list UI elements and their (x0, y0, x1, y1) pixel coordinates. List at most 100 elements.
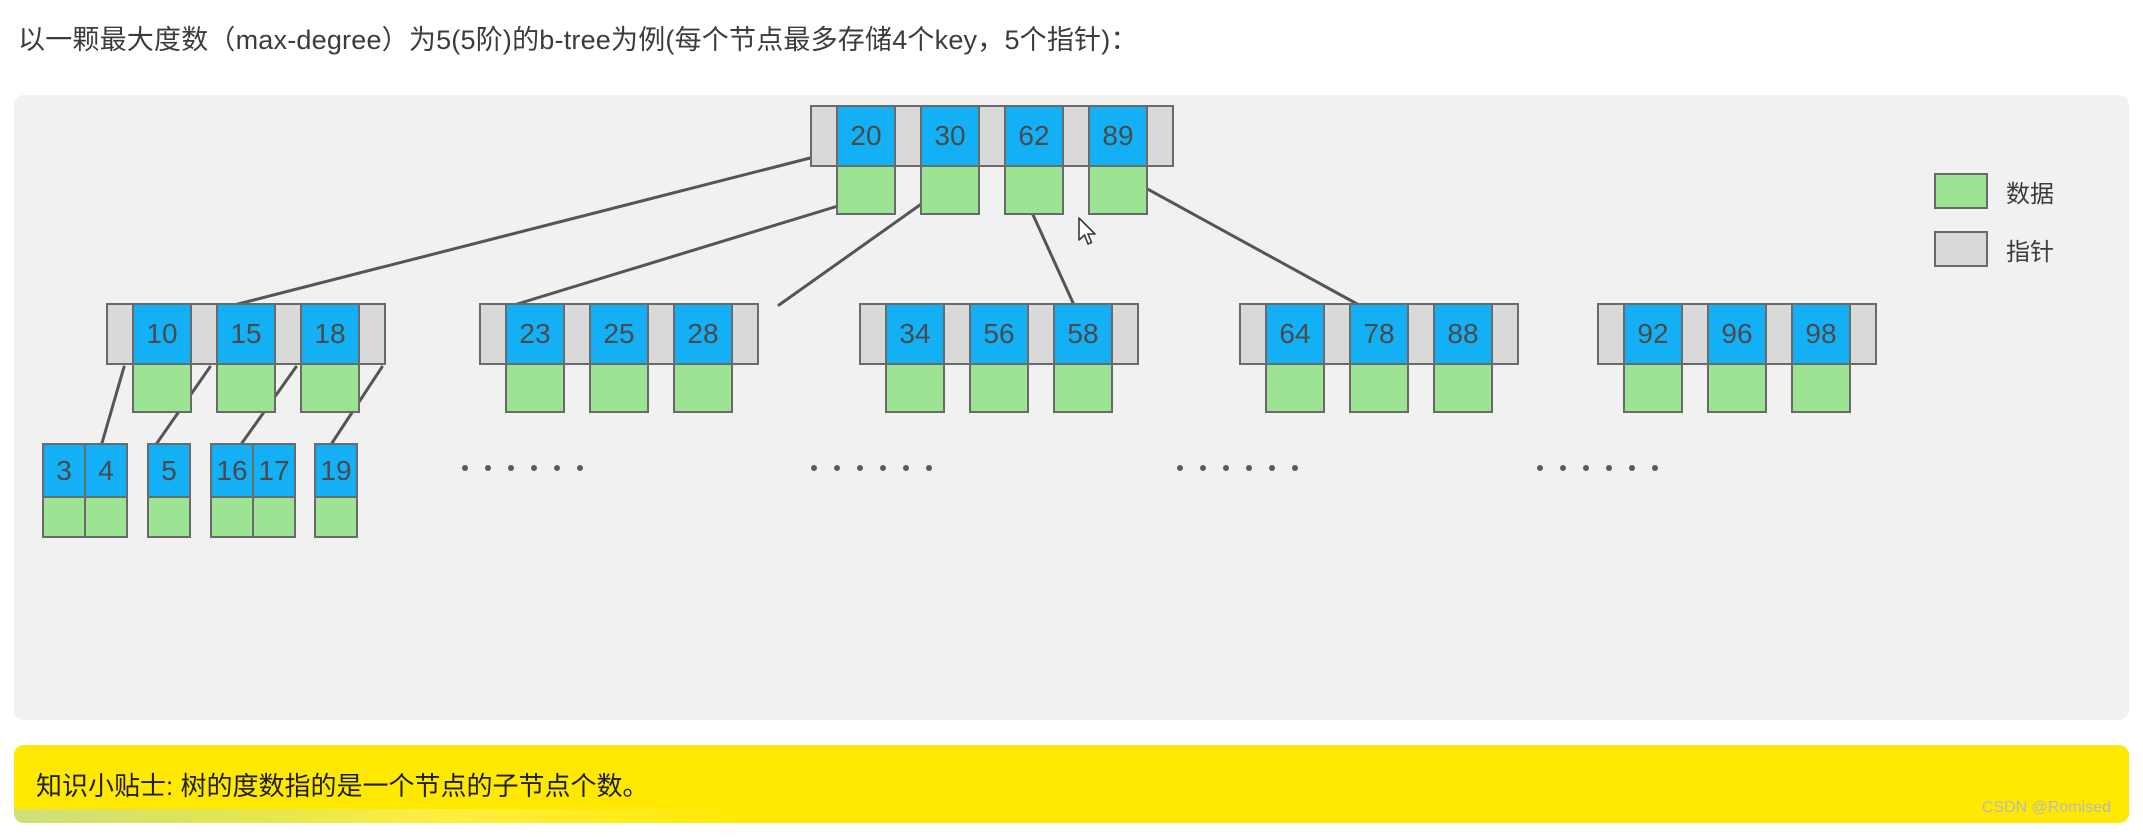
data-cell[interactable] (1791, 365, 1851, 413)
key-cell[interactable]: 15 (216, 303, 276, 413)
key-cell[interactable]: 23 (505, 303, 565, 413)
data-cell[interactable] (885, 365, 945, 413)
dot (1652, 465, 1658, 471)
data-cell[interactable] (147, 498, 191, 538)
btree-internal-node[interactable]: 10 15 18 (106, 303, 386, 413)
pointer-cell[interactable] (479, 303, 507, 413)
dot (1606, 465, 1612, 471)
key-label: 34 (885, 303, 945, 365)
key-cell[interactable]: 56 (969, 303, 1029, 413)
pointer-cell[interactable] (1111, 303, 1139, 413)
btree-internal-node[interactable]: 64 78 88 (1239, 303, 1519, 413)
data-cell[interactable] (1707, 365, 1767, 413)
data-cell[interactable] (969, 365, 1029, 413)
data-cell[interactable] (132, 365, 192, 413)
key-cell[interactable]: 89 (1088, 105, 1148, 215)
key-cell[interactable]: 88 (1433, 303, 1493, 413)
data-cell[interactable] (42, 498, 86, 538)
btree-diagram-panel: 20 30 62 89 10 (14, 95, 2129, 720)
data-cell[interactable] (505, 365, 565, 413)
data-cell[interactable] (1053, 365, 1113, 413)
key-label: 3 (42, 443, 86, 498)
pointer-cell[interactable] (190, 303, 218, 413)
pointer-cell[interactable] (810, 105, 838, 215)
key-label: 17 (252, 443, 296, 498)
pointer-cell[interactable] (1146, 105, 1174, 215)
btree-leaf-node[interactable]: 16 17 (210, 443, 296, 538)
data-cell[interactable] (1433, 365, 1493, 413)
pointer-cell[interactable] (647, 303, 675, 413)
pointer-cell[interactable] (978, 105, 1006, 215)
ellipsis-group (1177, 465, 1298, 471)
pointer-cell[interactable] (1239, 303, 1267, 413)
pointer-cell[interactable] (1027, 303, 1055, 413)
pointer-cell[interactable] (1062, 105, 1090, 215)
key-cell[interactable]: 18 (300, 303, 360, 413)
btree-leaf-node[interactable]: 5 (147, 443, 191, 538)
key-cell[interactable]: 28 (673, 303, 733, 413)
pointer-cell[interactable] (894, 105, 922, 215)
data-cell[interactable] (216, 365, 276, 413)
pointer-cell[interactable] (731, 303, 759, 413)
key-label: 30 (920, 105, 980, 167)
data-cell[interactable] (836, 167, 896, 215)
data-cell[interactable] (300, 365, 360, 413)
dot (1583, 465, 1589, 471)
pointer-cell[interactable] (1407, 303, 1435, 413)
leaf-cell[interactable]: 4 (84, 443, 128, 538)
pointer-cell[interactable] (358, 303, 386, 413)
pointer-cell[interactable] (943, 303, 971, 413)
pointer-cell[interactable] (274, 303, 302, 413)
data-cell[interactable] (1349, 365, 1409, 413)
data-cell[interactable] (1004, 167, 1064, 215)
btree-internal-node[interactable]: 34 56 58 (859, 303, 1139, 413)
key-cell[interactable]: 92 (1623, 303, 1683, 413)
leaf-cell[interactable]: 3 (42, 443, 86, 538)
key-cell[interactable]: 10 (132, 303, 192, 413)
pointer-cell[interactable] (563, 303, 591, 413)
btree-root-node[interactable]: 20 30 62 89 (810, 105, 1174, 215)
legend-item-pointer: 指针 (1934, 231, 2054, 267)
key-cell[interactable]: 58 (1053, 303, 1113, 413)
key-cell[interactable]: 98 (1791, 303, 1851, 413)
pointer-cell[interactable] (106, 303, 134, 413)
data-cell[interactable] (1088, 167, 1148, 215)
data-cell[interactable] (252, 498, 296, 538)
data-cell[interactable] (1623, 365, 1683, 413)
ellipsis-group (462, 465, 583, 471)
key-cell[interactable]: 64 (1265, 303, 1325, 413)
key-cell[interactable]: 78 (1349, 303, 1409, 413)
pointer-cell[interactable] (1491, 303, 1519, 413)
key-cell[interactable]: 30 (920, 105, 980, 215)
pointer-cell[interactable] (1765, 303, 1793, 413)
btree-internal-node[interactable]: 23 25 28 (479, 303, 759, 413)
leaf-cell[interactable]: 5 (147, 443, 191, 538)
data-cell[interactable] (673, 365, 733, 413)
key-cell[interactable]: 34 (885, 303, 945, 413)
pointer-cell[interactable] (1597, 303, 1625, 413)
key-label: 96 (1707, 303, 1767, 365)
key-label: 10 (132, 303, 192, 365)
data-cell[interactable] (314, 498, 358, 538)
data-cell[interactable] (1265, 365, 1325, 413)
btree-internal-node[interactable]: 92 96 98 (1597, 303, 1877, 413)
data-cell[interactable] (84, 498, 128, 538)
data-cell[interactable] (210, 498, 254, 538)
leaf-cell[interactable]: 16 (210, 443, 254, 538)
pointer-cell[interactable] (1323, 303, 1351, 413)
key-cell[interactable]: 25 (589, 303, 649, 413)
btree-leaf-node[interactable]: 19 (314, 443, 358, 538)
data-cell[interactable] (589, 365, 649, 413)
ellipsis-group (1537, 465, 1658, 471)
key-cell[interactable]: 20 (836, 105, 896, 215)
pointer-cell[interactable] (1681, 303, 1709, 413)
data-cell[interactable] (920, 167, 980, 215)
btree-leaf-node[interactable]: 3 4 (42, 443, 128, 538)
pointer-cell[interactable] (1849, 303, 1877, 413)
leaf-cell[interactable]: 19 (314, 443, 358, 538)
leaf-cell[interactable]: 17 (252, 443, 296, 538)
key-cell[interactable]: 62 (1004, 105, 1064, 215)
pointer-cell[interactable] (859, 303, 887, 413)
key-cell[interactable]: 96 (1707, 303, 1767, 413)
